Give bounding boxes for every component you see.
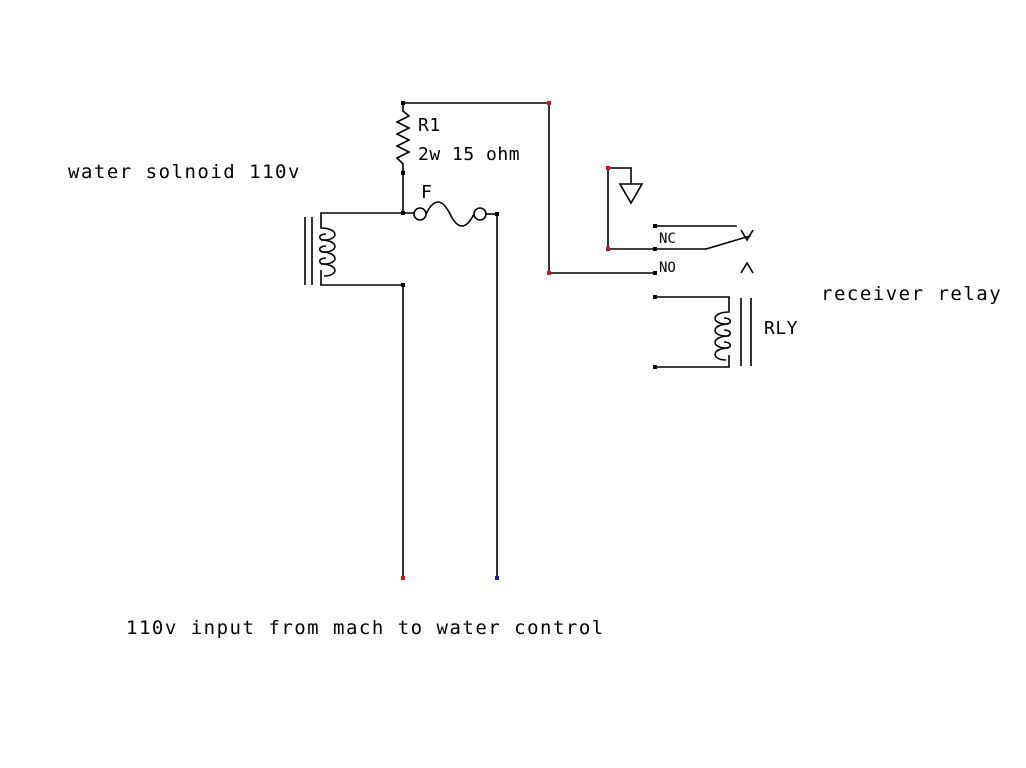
node-black	[401, 101, 405, 105]
node-red	[547, 101, 551, 105]
ground-triangle	[618, 183, 644, 205]
relay-ref-label: RLY	[764, 318, 798, 339]
wires	[320, 102, 656, 579]
resistor-r1-symbol	[395, 110, 411, 165]
node-blue	[495, 576, 499, 580]
node-black	[653, 365, 657, 369]
node-black	[495, 212, 499, 216]
fuse-label: F	[421, 182, 432, 203]
solenoid-winding	[318, 213, 336, 285]
node-red	[606, 247, 610, 251]
node-red	[547, 271, 551, 275]
node-black	[401, 211, 405, 215]
relay-coil-winding	[714, 297, 732, 367]
relay-nc-label: NC	[659, 231, 676, 247]
relay-switch-blade	[705, 235, 751, 250]
ground-icon	[618, 168, 644, 205]
resistor-ref-label: R1	[418, 115, 441, 136]
relay-coil-symbol	[654, 296, 752, 368]
fuse-left-terminal	[413, 207, 427, 221]
input-label: 110v input from mach to water control	[126, 617, 605, 639]
fuse-element	[425, 201, 475, 227]
node-black	[401, 283, 405, 287]
relay-no-contact-icon	[740, 261, 754, 274]
relay-description-label: receiver relay	[821, 283, 1002, 305]
relay-nc-contact-icon	[740, 229, 754, 242]
node-black	[653, 295, 657, 299]
node-black	[653, 247, 657, 251]
node-black	[401, 171, 405, 175]
resistor-value-label: 2w 15 ohm	[418, 144, 520, 165]
solenoid-coil-symbol	[304, 213, 336, 285]
node-black	[653, 271, 657, 275]
fuse-symbol	[413, 201, 487, 227]
relay-contacts	[654, 225, 754, 274]
nodes	[401, 101, 657, 580]
fuse-right-terminal	[473, 207, 487, 221]
relay-no-label: NO	[659, 260, 676, 276]
node-black	[653, 224, 657, 228]
node-red	[401, 576, 405, 580]
node-red	[606, 166, 610, 170]
solenoid-label: water solnoid 110v	[68, 161, 301, 183]
